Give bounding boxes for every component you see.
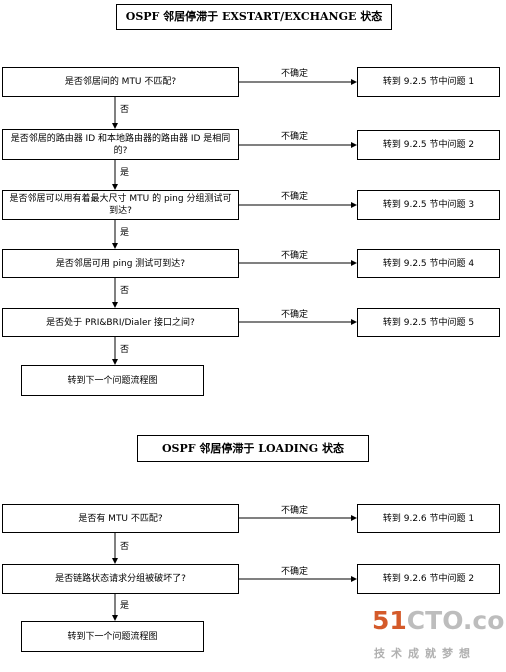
flow1-result-2: 转到 9.2.5 节中问题 2 [357, 130, 500, 160]
flow1-result-4: 转到 9.2.5 节中问题 4 [357, 249, 500, 278]
flow2-question-1: 是否有 MTU 不匹配? [2, 504, 239, 533]
flow2-title: OSPF 邻居停滞于 LOADING 状态 [137, 435, 369, 462]
flow1-question-2: 是否邻居的路由器 ID 和本地路由器的路由器 ID 是相同的? [2, 129, 239, 160]
flow2-end: 转到下一个问题流程图 [21, 621, 204, 652]
flow2-branch-label-1: 不确定 [281, 506, 309, 516]
flow2-down-label-2: 是 [120, 601, 130, 611]
watermark-logo: 51CTO.com [372, 606, 506, 635]
flow1-down-label-4: 否 [120, 286, 130, 296]
flow2-branch-label-2: 不确定 [281, 567, 309, 577]
flow1-branch-label-1: 不确定 [281, 69, 309, 79]
flow1-question-1: 是否邻居间的 MTU 不匹配? [2, 67, 239, 97]
flow1-question-4: 是否邻居可用 ping 测试可到达? [2, 249, 239, 278]
flow1-question-3: 是否邻居可以用有着最大尺寸 MTU 的 ping 分组测试可到达? [2, 190, 239, 220]
flow1-title: OSPF 邻居停滞于 EXSTART/EXCHANGE 状态 [116, 4, 392, 30]
flow1-question-5: 是否处于 PRI&BRI/Dialer 接口之间? [2, 308, 239, 337]
flow2-result-2: 转到 9.2.6 节中问题 2 [357, 564, 500, 594]
flow1-down-label-5: 否 [120, 345, 130, 355]
flow1-result-3: 转到 9.2.5 节中问题 3 [357, 190, 500, 220]
flow2-result-1: 转到 9.2.6 节中问题 1 [357, 504, 500, 533]
flow2-down-label-1: 否 [120, 542, 130, 552]
flow1-end: 转到下一个问题流程图 [21, 365, 204, 396]
watermark-brand-number: 51 [372, 606, 407, 635]
flow1-result-5: 转到 9.2.5 节中问题 5 [357, 308, 500, 337]
flow1-down-label-2: 是 [120, 168, 130, 178]
flow1-down-label-1: 否 [120, 105, 130, 115]
flow1-branch-label-4: 不确定 [281, 251, 309, 261]
flow1-branch-label-5: 不确定 [281, 310, 309, 320]
watermark-slogan: 技术成就梦想 [374, 647, 476, 660]
flow1-result-1: 转到 9.2.5 节中问题 1 [357, 67, 500, 97]
flow1-branch-label-2: 不确定 [281, 132, 309, 142]
flow1-down-label-3: 是 [120, 228, 130, 238]
watermark-brand-text: CTO.com [406, 606, 506, 635]
flow2-question-2: 是否链路状态请求分组被破坏了? [2, 564, 239, 594]
flow1-branch-label-3: 不确定 [281, 192, 309, 202]
